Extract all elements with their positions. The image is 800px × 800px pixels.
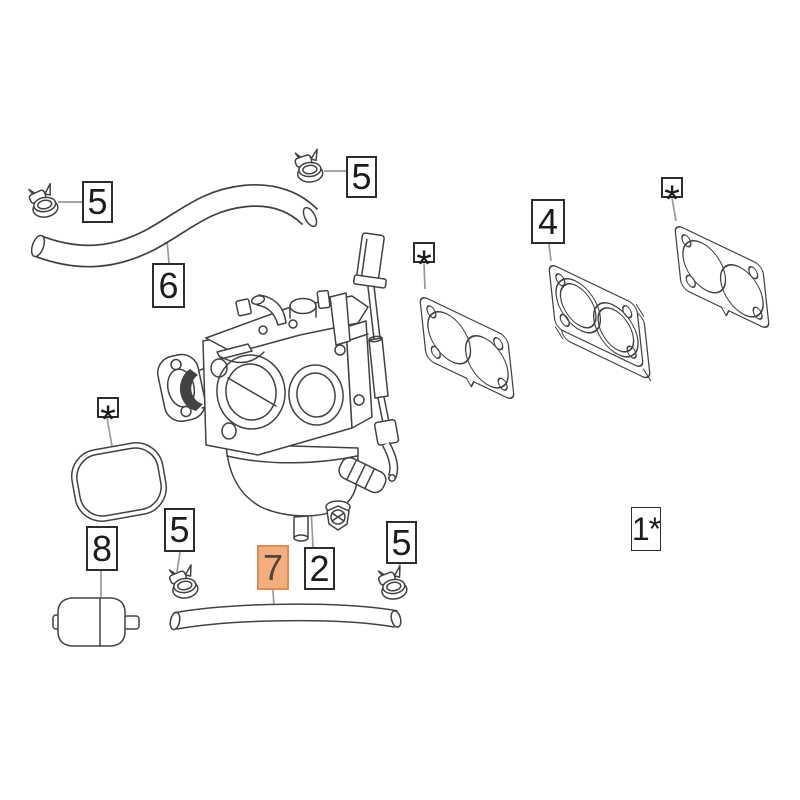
leader-lines — [58, 170, 677, 609]
part-label-asterisk-gasket-left[interactable]: * — [413, 242, 435, 285]
hose-clamp-drawing-top-mid[interactable] — [292, 148, 325, 184]
carb-gasket-left-drawing[interactable] — [418, 294, 516, 409]
part-label-asterisk-gasket-left-text: * — [416, 242, 432, 287]
part-label-asterisk-gasket-right-text: * — [664, 177, 680, 222]
part-label-6[interactable]: 6 — [152, 263, 185, 308]
hose-clamp-drawing-top-left[interactable] — [26, 182, 60, 221]
carb-insulator-drawing[interactable] — [548, 263, 652, 382]
carburetor-drawing[interactable] — [155, 232, 400, 542]
oring-seal-drawing[interactable] — [67, 439, 170, 526]
part-label-6-text: 6 — [158, 264, 179, 306]
carb-gasket-right-drawing[interactable] — [673, 223, 771, 338]
part-label-5-top-left-text: 5 — [87, 181, 108, 222]
part-label-4[interactable]: 4 — [531, 199, 565, 244]
upper-hose-drawing[interactable] — [29, 183, 319, 268]
part-label-asterisk-seal[interactable]: * — [97, 397, 119, 440]
part-label-5-top-mid-text: 5 — [351, 156, 372, 197]
part-label-4-text: 4 — [537, 200, 559, 242]
part-label-5-bottom-right-text: 5 — [391, 521, 412, 563]
part-label-7-text: 7 — [262, 546, 284, 588]
fuel-filter-drawing[interactable] — [52, 597, 140, 647]
part-label-2[interactable]: 2 — [304, 547, 335, 590]
part-label-1-asterisk[interactable]: 1* — [631, 507, 661, 551]
part-label-5-top-left[interactable]: 5 — [82, 181, 113, 223]
lower-hose-drawing[interactable] — [169, 603, 403, 631]
part-label-asterisk-gasket-right[interactable]: * — [661, 177, 683, 220]
part-label-2-text: 2 — [309, 547, 330, 589]
part-label-5-bottom-right[interactable]: 5 — [386, 521, 417, 564]
part-label-5-bottom-left[interactable]: 5 — [164, 508, 195, 552]
part-label-8-text: 8 — [91, 527, 113, 569]
hose-clamp-drawing-bottom-left[interactable] — [166, 563, 200, 601]
part-label-5-bottom-left-text: 5 — [169, 509, 190, 550]
part-label-asterisk-seal-text: * — [100, 397, 116, 442]
part-label-7-highlighted[interactable]: 7 — [257, 545, 289, 590]
part-label-8[interactable]: 8 — [86, 526, 118, 571]
hose-clamp-drawing-bottom-right[interactable] — [375, 564, 409, 602]
part-label-5-top-mid[interactable]: 5 — [346, 156, 377, 198]
part-label-1-asterisk-text: 1* — [631, 511, 661, 547]
